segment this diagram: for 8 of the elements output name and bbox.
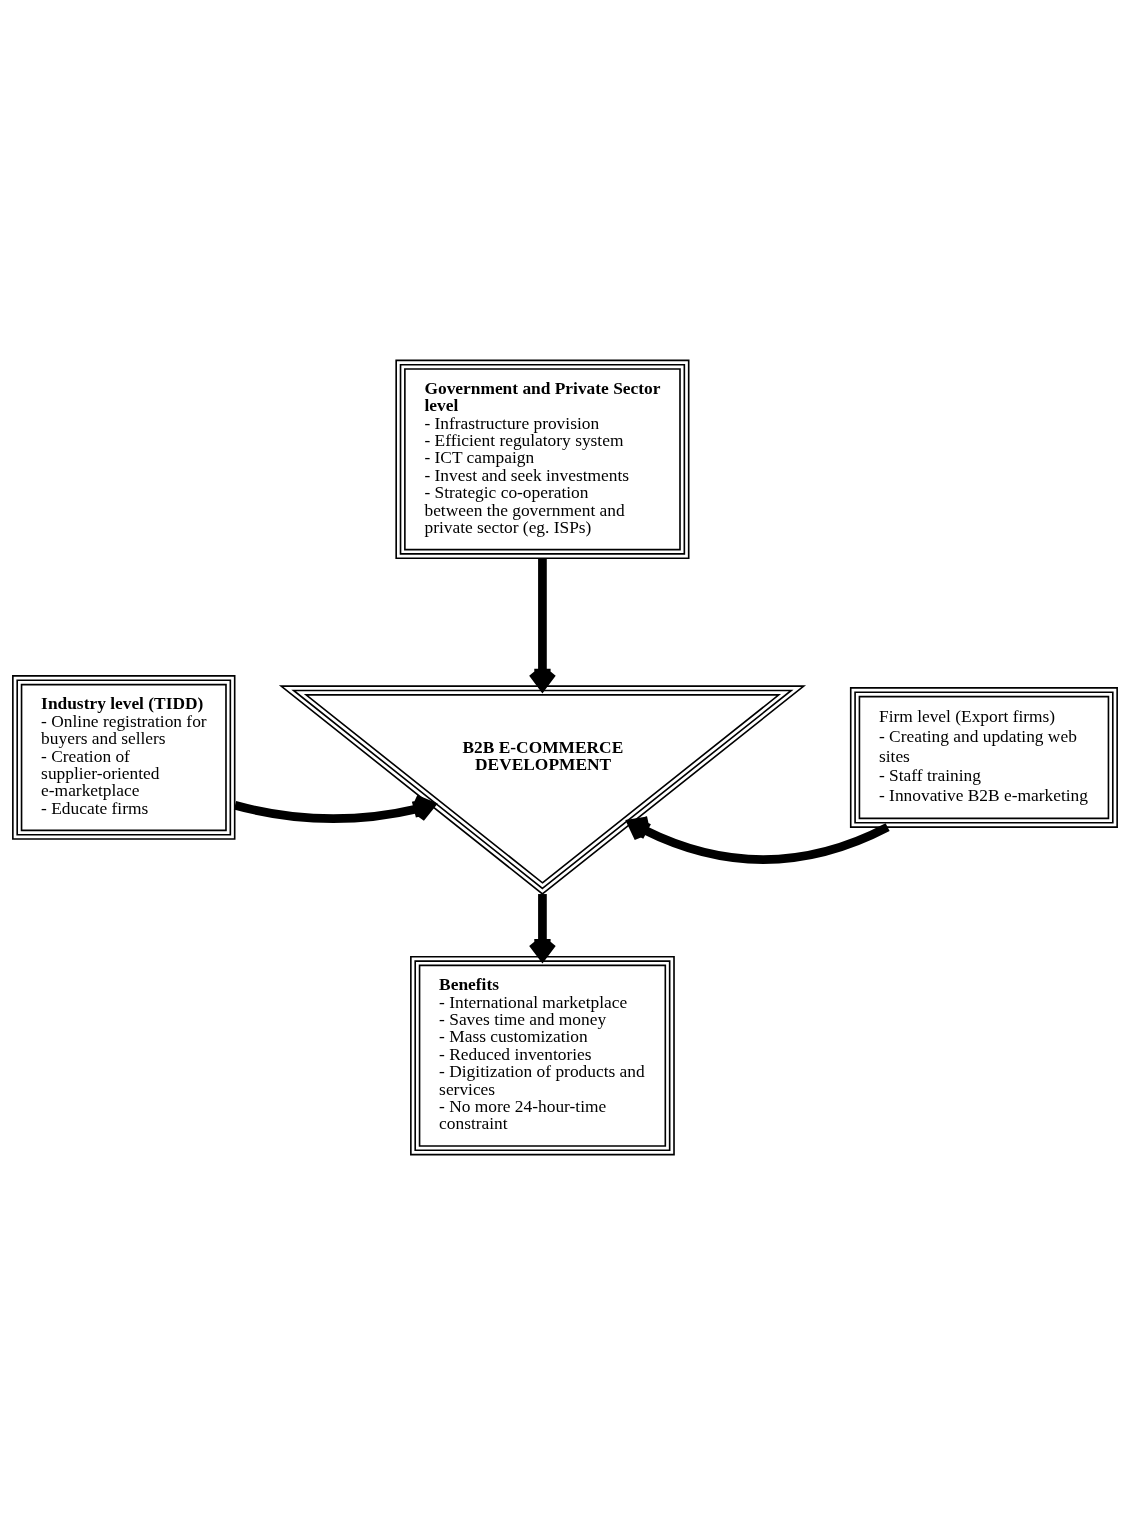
node-box: Benefits - International marketplace - Saves time and money - Mass customization - Reduced inventories - Digitization of products and services - No more 24-hour-time constraint (410, 955, 675, 1156)
node-box: Firm level (Export firms) - Creating and updating web sites - Staff training - Innovative B2B e-marketing (849, 687, 1118, 828)
arrow (528, 894, 557, 961)
arrow (233, 794, 436, 823)
node-box: Government and Private Sector level - Infrastructure provision - Efficient regulatory system - ICT campaign - Invest and seek investments - Strategic co-operation between the government and private sector (eg. ISPs) (395, 359, 690, 560)
arrow (627, 816, 890, 864)
arrow (528, 558, 557, 691)
node-box: Industry level (TIDD) - Online registration for buyers and sellers - Creation of supplier-oriented e-marketplace - Educate firms (12, 675, 236, 840)
